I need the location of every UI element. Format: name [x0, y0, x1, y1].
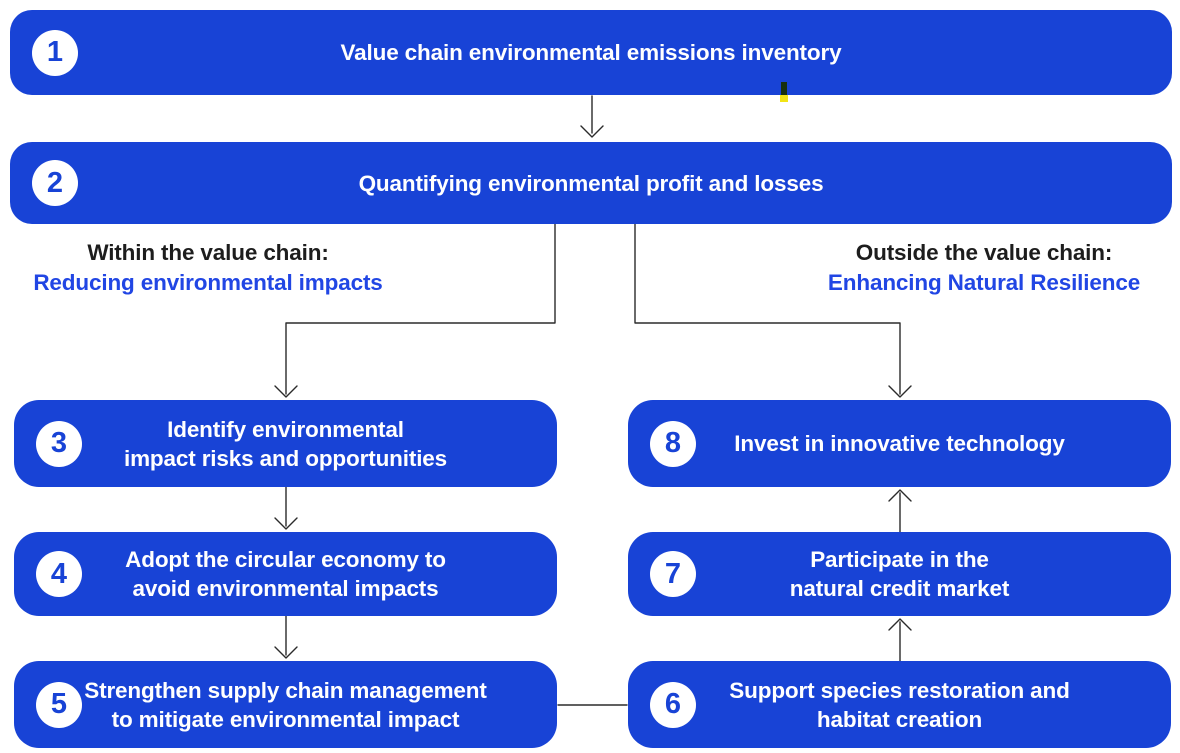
arrowhead-2-3-icon — [274, 385, 298, 398]
step-3-number-badge: 3 — [36, 420, 82, 467]
branch-left-subtitle: Reducing environmental impacts — [33, 270, 383, 295]
step-5-label: Strengthen supply chain management to mi… — [84, 677, 487, 732]
step-6-number-badge: 6 — [650, 681, 696, 728]
arrowhead-6-7-icon — [888, 618, 912, 631]
step-2-label: Quantifying environmental profit and los… — [358, 170, 824, 196]
arrowhead-4-5-icon — [274, 646, 298, 659]
step-1-number-badge: 1 — [32, 29, 78, 76]
step-box-4: 4 Adopt the circular economy to avoid en… — [14, 532, 557, 616]
branch-right-title: Outside the value chain: — [855, 240, 1113, 265]
arrowhead-1-2-icon — [580, 125, 604, 138]
step-1-label: Value chain environmental emissions inve… — [340, 40, 842, 65]
arrowhead-7-8-icon — [888, 489, 912, 502]
step-box-7: 7 Participate in the natural credit mark… — [628, 532, 1171, 616]
step-box-3: 3 Identify environmental impact risks an… — [14, 400, 557, 487]
step-box-6: 6 Support species restoration and habita… — [628, 661, 1171, 748]
step-6-label: Support species restoration and habitat … — [729, 677, 1070, 732]
step-2-number-badge: 2 — [32, 160, 78, 206]
step-4-number-badge: 4 — [36, 551, 82, 597]
step-box-2: 2 Quantifying environmental profit and l… — [10, 142, 1172, 224]
arrowhead-3-4-icon — [274, 517, 298, 530]
step-7-number-badge: 7 — [650, 551, 696, 597]
step-5-number-badge: 5 — [36, 681, 82, 728]
branch-right-subtitle: Enhancing Natural Resilience — [827, 270, 1141, 295]
branch-label-right: Outside the value chain: Enhancing Natur… — [788, 238, 1180, 298]
branch-label-left: Within the value chain: Reducing environ… — [8, 238, 408, 298]
step-box-8: 8 Invest in innovative technology — [628, 400, 1171, 487]
branch-left-title: Within the value chain: — [87, 240, 329, 265]
step-8-number-badge: 8 — [650, 420, 696, 467]
step-3-label: Identify environmental impact risks and … — [123, 416, 448, 471]
step-box-5: 5 Strengthen supply chain management to … — [14, 661, 557, 748]
step-box-1: 1 Value chain environmental emissions in… — [10, 10, 1172, 95]
step-7-label: Participate in the natural credit market — [789, 547, 1010, 601]
arrowhead-2-8-icon — [888, 385, 912, 398]
step-8-label: Invest in innovative technology — [734, 431, 1065, 456]
glitch-artifact-dark — [781, 82, 787, 95]
glitch-artifact-yellow — [780, 95, 788, 102]
step-4-label: Adopt the circular economy to avoid envi… — [125, 547, 446, 601]
